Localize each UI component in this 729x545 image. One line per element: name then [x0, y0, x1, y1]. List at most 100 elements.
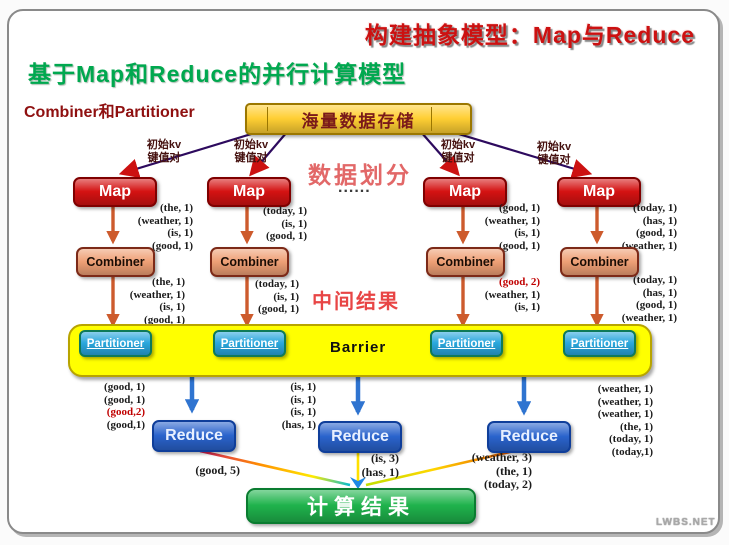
combiner-output-list-1: (the, 1)(weather, 1)(is, 1)(good, 1) [130, 276, 185, 326]
kv-pair: (weather, 1) [484, 214, 540, 227]
result-box: 计算结果 [246, 488, 476, 524]
kv-pair: (today, 1) [633, 274, 677, 286]
kv-pair: (has, 1) [642, 286, 677, 299]
kv-pair: (good, 1) [152, 239, 193, 252]
kv-pair: (is, 1) [514, 227, 540, 239]
kv-pair: (good, 1) [104, 393, 145, 406]
storage-box: 海量数据存储 [245, 103, 472, 135]
reduce-output-list-2: (is, 3)(has, 1) [361, 451, 399, 479]
subtitle: Combiner和Partitioner [24, 104, 195, 121]
storage-label: 海量数据存储 [301, 111, 416, 131]
map-to-combiner-arrows [106, 205, 604, 245]
map-box-2: Map [207, 177, 291, 207]
kv-pair: (good, 1) [258, 303, 299, 315]
kv-pair: (is, 1) [290, 393, 316, 406]
kv-pair: (good, 2) [499, 276, 540, 288]
kv-pair: (weather, 1) [597, 408, 653, 420]
kv-pair: (good, 1) [499, 239, 540, 252]
kv-pair: (the, 1) [152, 276, 185, 288]
reduce-box-1: Reduce [152, 420, 236, 452]
kv-pair: (is, 1) [514, 301, 540, 313]
kv-pair: (good, 1) [636, 299, 677, 311]
kv-pair: (good, 1) [499, 202, 540, 214]
slide-title: 构建抽象模型：Map与Reduce [364, 22, 695, 48]
data-partition-label: 数据划分 [308, 162, 412, 188]
kv-pair: (good,1) [106, 418, 145, 431]
combiner-to-partitioner-arrows [106, 275, 604, 328]
map-box-3: Map [423, 177, 507, 207]
reduce-output-list-3: (weather, 3)(the, 1)(today, 2) [471, 450, 532, 492]
kv-label-2: 初始kv 键值对 [233, 139, 269, 164]
reduce-input-list-1: (good, 1)(good, 1)(good,2)(good,1) [104, 381, 145, 431]
kv-pair: (weather, 1) [129, 288, 185, 301]
kv-pair: (is, 3) [371, 451, 399, 465]
page-title: 基于Map和Reduce的并行计算模型 [28, 61, 407, 87]
combiner-output-list-4: (today, 1)(has, 1)(good, 1)(weather, 1) [622, 274, 677, 324]
kv-pair: (weather, 1) [137, 214, 193, 227]
kv-label-3: 初始kv 键值对 [440, 139, 476, 164]
kv-pair: (the, 1) [620, 420, 653, 433]
kv-pair: (today, 2) [484, 477, 532, 491]
storage-to-map-arrows [118, 130, 593, 179]
kv-pair: (is, 1) [159, 301, 185, 313]
storage-divider [267, 107, 268, 131]
map-box-4: Map [557, 177, 641, 207]
kv-pair: (good, 1) [636, 227, 677, 239]
barrier-to-reduce-arrows [184, 372, 532, 416]
kv-pair: (has, 1) [361, 464, 399, 479]
kv-pair: (good, 1) [104, 381, 145, 393]
combiner-box-3: Combiner [426, 247, 505, 277]
combiner-box-4: Combiner [560, 247, 639, 277]
kv-pair: (the, 1) [496, 463, 532, 478]
kv-pair: (weather, 3) [471, 450, 532, 464]
kv-pair: (is, 1) [281, 217, 307, 230]
reduce-to-result-arrows [199, 449, 515, 489]
combiner-output-list-3: (good, 2)(weather, 1)(is, 1) [485, 276, 540, 314]
kv-pair: (weather, 1) [484, 288, 540, 301]
kv-label-1: 初始kv 键值对 [146, 139, 182, 164]
combiner-box-1: Combiner [76, 247, 155, 277]
kv-pair: (has, 1) [642, 214, 677, 227]
storage-divider [431, 107, 432, 131]
kv-pair: (today, 1) [263, 205, 307, 217]
map-output-list-2: (today, 1)(is, 1)(good, 1) [263, 205, 307, 243]
reduce-box-3: Reduce [487, 421, 571, 453]
barrier-label: Barrier [330, 339, 387, 356]
kv-pair: (has, 1) [281, 418, 316, 431]
watermark: LWBS.NET [656, 517, 716, 528]
kv-pair: (good, 1) [266, 230, 307, 242]
intermediate-result-label: 中间结果 [312, 291, 400, 313]
reduce-output-list-1: (good, 5) [195, 463, 240, 478]
kv-pair: (is, 1) [167, 227, 193, 239]
map-output-list-3: (good, 1)(weather, 1)(is, 1)(good, 1) [485, 202, 540, 252]
map-output-list-1: (the, 1)(weather, 1)(is, 1)(good, 1) [138, 202, 193, 252]
reduce-input-list-2: (is, 1)(is, 1)(is, 1)(has, 1) [282, 381, 316, 431]
partitioner-box-3: Partitioner [430, 330, 503, 357]
result-arrowhead [350, 477, 366, 489]
partitioner-box-2: Partitioner [213, 330, 286, 357]
kv-pair: (good, 5) [195, 463, 240, 477]
partitioner-box-1: Partitioner [79, 330, 152, 357]
kv-pair: (the, 1) [160, 202, 193, 214]
combiner-box-2: Combiner [210, 247, 289, 277]
kv-pair: (good, 1) [144, 313, 185, 326]
kv-pair: (today,1) [611, 445, 653, 458]
kv-pair: (today, 1) [633, 202, 677, 214]
map-output-list-4: (today, 1)(has, 1)(good, 1)(weather, 1) [622, 202, 677, 252]
kv-pair: (today, 1) [255, 278, 299, 290]
combiner-output-list-2: (today, 1)(is, 1)(good, 1) [255, 278, 299, 316]
kv-pair: (weather, 1) [621, 311, 677, 324]
partitioner-box-4: Partitioner [563, 330, 636, 357]
ellipsis-label: ...... [338, 179, 371, 196]
kv-pair: (today, 1) [609, 433, 653, 445]
reduce-box-2: Reduce [318, 421, 402, 453]
kv-pair: (is, 1) [290, 406, 316, 418]
kv-pair: (good,2) [106, 406, 145, 418]
kv-pair: (is, 1) [290, 381, 316, 393]
reduce-input-list-3: (weather, 1)(weather, 1)(weather, 1)(the… [598, 383, 653, 458]
kv-label-4: 初始kv 键值对 [536, 141, 572, 166]
kv-pair: (weather, 1) [597, 383, 653, 395]
map-box-1: Map [73, 177, 157, 207]
kv-pair: (weather, 1) [597, 395, 653, 408]
